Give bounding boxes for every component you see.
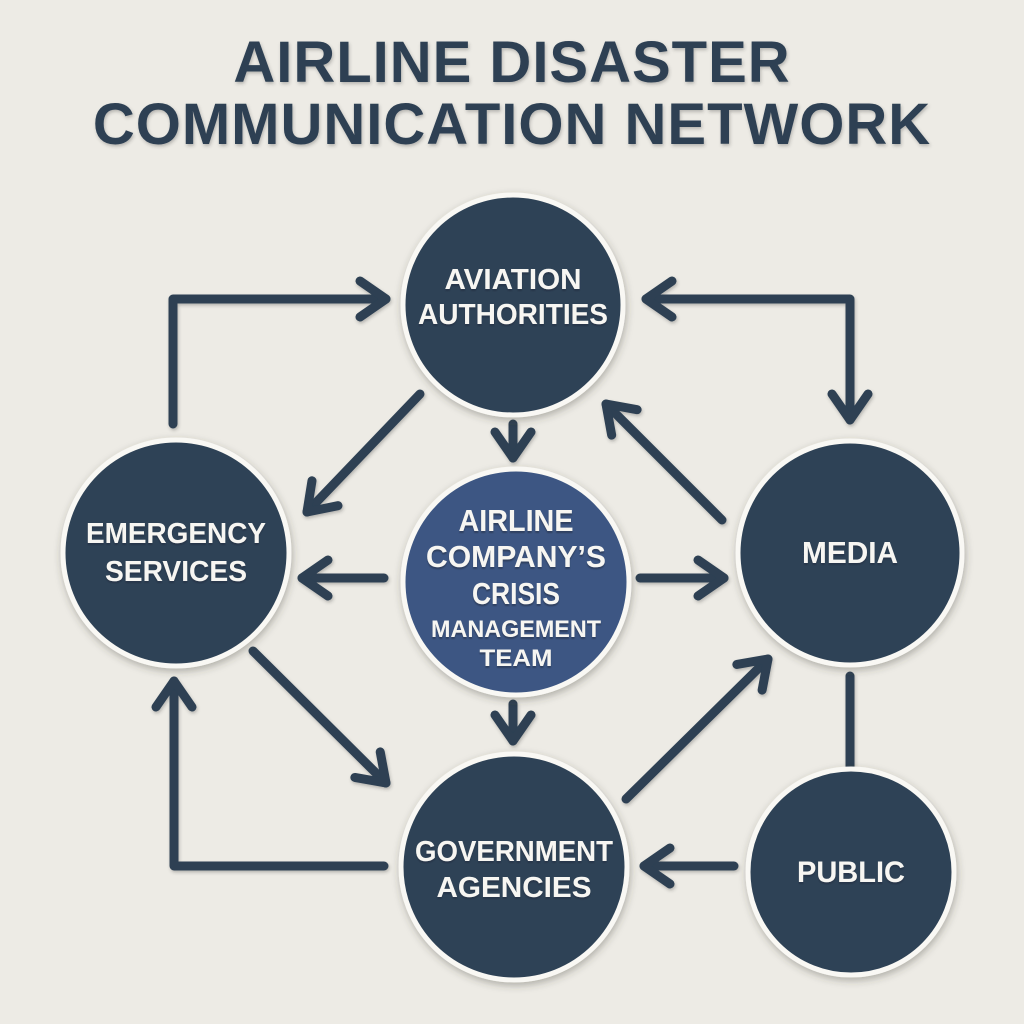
government-label-line-1: GOVERNMENT <box>415 836 613 868</box>
edge-government-to-media <box>621 654 773 804</box>
aviation-authorities-circle <box>400 192 626 418</box>
edge-aviation-media-bidirectional <box>641 276 873 425</box>
node-government-agencies: GOVERNMENT AGENCIES <box>398 751 630 983</box>
edge-emergency-to-aviation <box>168 276 391 429</box>
aviation-label-line-2: AUTHORITIES <box>418 299 608 331</box>
edge-aviation-to-emergency <box>302 389 425 517</box>
emergency-label-line-1: EMERGENCY <box>86 518 266 550</box>
emergency-label-line-2: SERVICES <box>105 556 247 588</box>
edge-media-to-aviation <box>601 399 727 525</box>
edge-emergency-to-government <box>248 646 391 788</box>
node-media: MEDIA <box>735 438 965 668</box>
crisis-team-circle <box>400 466 632 698</box>
crisis-label-line-1: AIRLINE <box>459 503 574 538</box>
government-label-line-2: AGENCIES <box>437 872 592 904</box>
aviation-label-line-1: AVIATION <box>445 264 582 296</box>
crisis-label-line-3: CRISIS <box>472 576 560 611</box>
title-line-1: AIRLINE DISASTER <box>233 30 790 95</box>
edges-layer <box>151 276 873 889</box>
node-aviation-authorities: AVIATION AUTHORITIES <box>400 192 626 418</box>
edge-government-to-emergency <box>151 676 389 871</box>
diagram-title: AIRLINE DISASTER COMMUNICATION NETWORK <box>93 30 931 157</box>
emergency-services-circle <box>60 437 292 669</box>
crisis-label-line-5: TEAM <box>480 645 553 672</box>
public-circle <box>745 766 957 978</box>
government-agencies-circle <box>398 751 630 983</box>
crisis-label-line-4: MANAGEMENT <box>431 616 601 643</box>
media-circle <box>735 438 965 668</box>
node-emergency-services: EMERGENCY SERVICES <box>60 437 292 669</box>
title-line-2: COMMUNICATION NETWORK <box>93 92 931 157</box>
node-public: PUBLIC <box>745 766 957 978</box>
media-label: MEDIA <box>802 535 898 570</box>
crisis-label-line-2: COMPANY’S <box>426 539 606 574</box>
public-label: PUBLIC <box>797 856 905 889</box>
node-crisis-management-team: AIRLINE COMPANY’S CRISIS MANAGEMENT TEAM <box>400 466 632 698</box>
